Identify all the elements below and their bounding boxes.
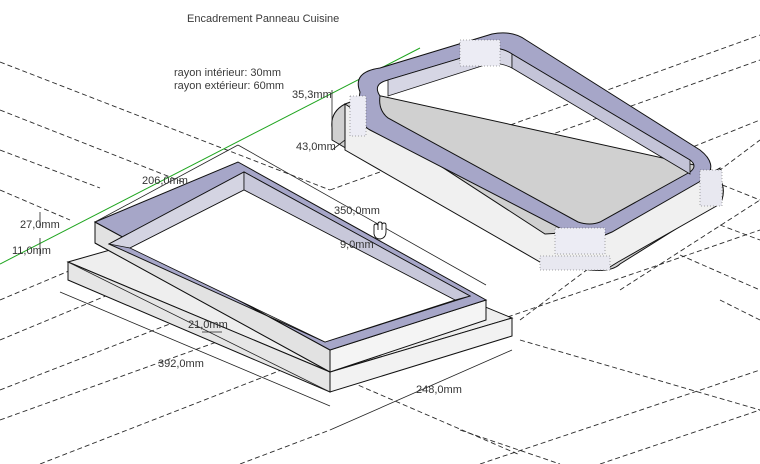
dim-label-43[interactable]: 43,0mm xyxy=(296,141,336,153)
rounded-corner-texture-left xyxy=(349,95,367,137)
dim-label-350[interactable]: 350,0mm xyxy=(334,205,380,217)
outer-radius-note: rayon extérieur: 60mm xyxy=(174,80,284,92)
dim-label-35[interactable]: 35,3mm xyxy=(292,89,332,101)
rounded-frame[interactable] xyxy=(331,32,724,271)
rounded-corner-texture-base xyxy=(539,255,611,271)
dimension-lines xyxy=(39,90,513,431)
dim-label-11[interactable]: 11,0mm xyxy=(12,245,51,257)
dim-label-21[interactable]: 21,0mm xyxy=(188,319,228,331)
dim-label-206[interactable]: 206,0mm xyxy=(142,175,188,187)
dim-label-392[interactable]: 392,0mm xyxy=(158,358,204,370)
dim-label-9[interactable]: 9,0mm xyxy=(340,239,374,251)
rounded-corner-texture-back xyxy=(459,39,501,67)
green-axis-line xyxy=(0,47,421,265)
rounded-frame-inner-wall-right[interactable] xyxy=(511,53,691,175)
dim-label-248[interactable]: 248,0mm xyxy=(416,384,462,396)
dim-label-27[interactable]: 27,0mm xyxy=(20,219,60,231)
hand-cursor-icon xyxy=(373,221,387,240)
rounded-corner-texture-front xyxy=(554,227,606,255)
frame-inner-floor[interactable] xyxy=(129,189,457,343)
base-plate-side[interactable] xyxy=(329,317,513,393)
rounded-corner-texture-right xyxy=(699,169,723,207)
rectangular-frame[interactable] xyxy=(66,161,514,393)
inner-radius-note: rayon intérieur: 30mm xyxy=(174,67,281,79)
model-title: Encadrement Panneau Cuisine xyxy=(187,13,339,25)
